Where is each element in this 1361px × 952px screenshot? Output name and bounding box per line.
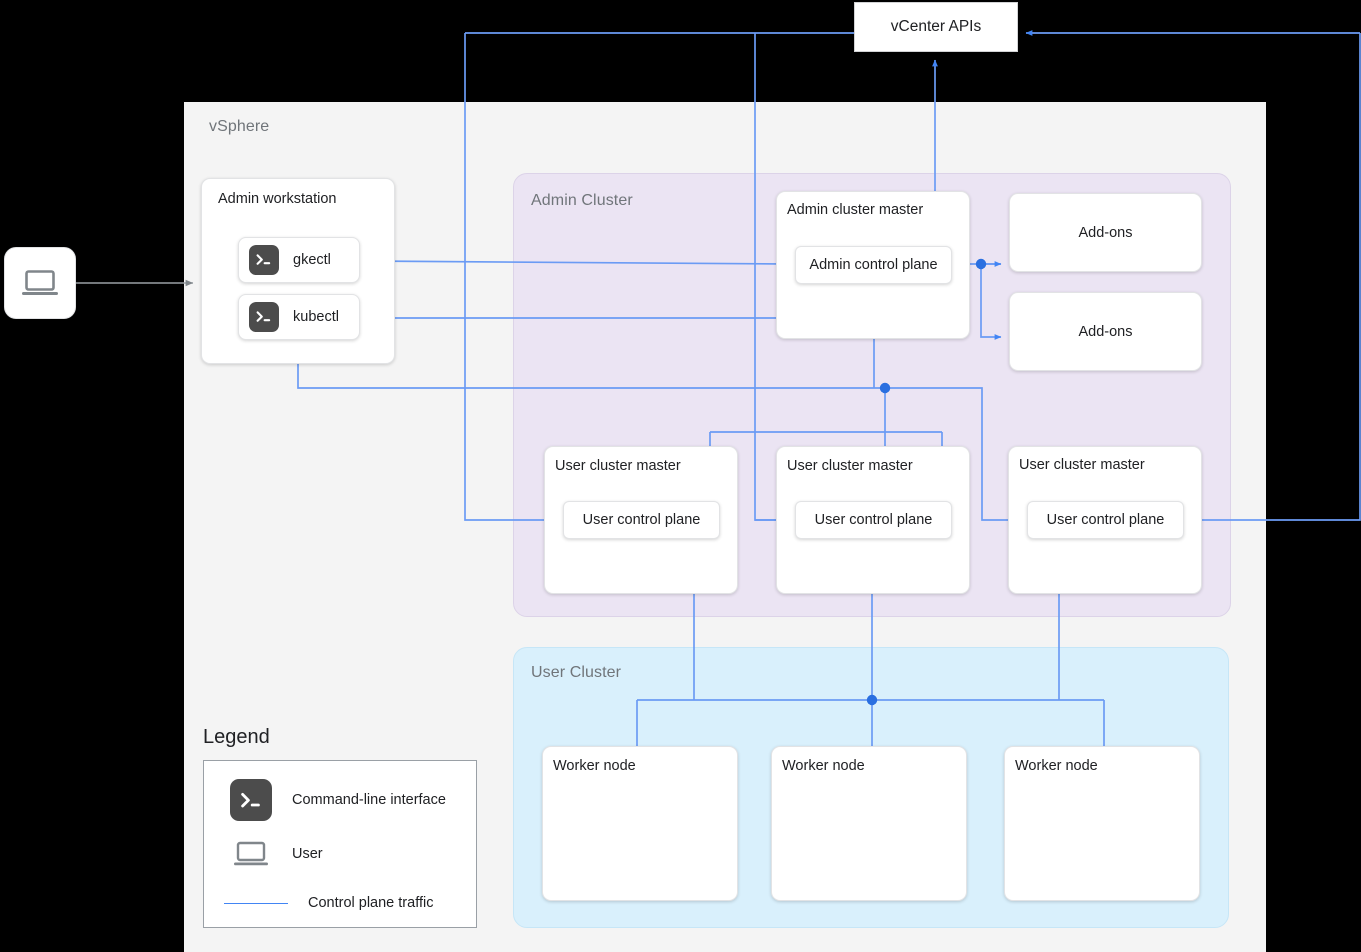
- terminal-icon: [249, 302, 279, 332]
- admin-control-plane-label: Admin control plane: [809, 257, 938, 273]
- legend-item-traffic: Control plane traffic: [224, 895, 433, 911]
- legend-item-label: Command-line interface: [292, 792, 446, 808]
- user-cluster-master-label: User cluster master: [1019, 457, 1145, 473]
- legend-item-user: User: [230, 840, 323, 868]
- kubectl-node[interactable]: kubectl: [238, 294, 360, 340]
- laptop-icon: [230, 840, 272, 868]
- admin-control-plane-node[interactable]: Admin control plane: [795, 246, 952, 284]
- user-node[interactable]: [4, 247, 76, 319]
- user-cluster-master-label: User cluster master: [555, 458, 681, 474]
- addons-label: Add-ons: [1078, 224, 1133, 241]
- vcenter-apis-label: vCenter APIs: [890, 18, 982, 35]
- worker-node-3[interactable]: [1004, 746, 1200, 901]
- gkectl-label: gkectl: [293, 252, 331, 268]
- user-control-plane-label: User control plane: [1046, 512, 1165, 528]
- user-control-plane-node-3[interactable]: User control plane: [1027, 501, 1184, 539]
- laptop-icon: [5, 248, 75, 318]
- addons-label: Add-ons: [1078, 323, 1133, 340]
- user-cluster-master-label: User cluster master: [787, 458, 913, 474]
- line-swatch-icon: [224, 902, 288, 904]
- addons-node-1[interactable]: Add-ons: [1009, 193, 1202, 272]
- user-control-plane-label: User control plane: [582, 512, 701, 528]
- vsphere-label: vSphere: [209, 118, 270, 135]
- admin-workstation-label: Admin workstation: [218, 191, 337, 207]
- admin-cluster-label: Admin Cluster: [531, 192, 633, 209]
- terminal-icon: [249, 245, 279, 275]
- worker-node-label: Worker node: [1015, 758, 1098, 774]
- user-control-plane-node-1[interactable]: User control plane: [563, 501, 720, 539]
- admin-cluster-master-label: Admin cluster master: [787, 202, 924, 218]
- legend-title: Legend: [203, 726, 270, 748]
- legend-item-label: User: [292, 846, 323, 862]
- terminal-icon: [230, 779, 272, 821]
- kubectl-label: kubectl: [293, 309, 339, 325]
- vcenter-apis-node[interactable]: vCenter APIs: [854, 2, 1018, 52]
- user-control-plane-node-2[interactable]: User control plane: [795, 501, 952, 539]
- gkectl-node[interactable]: gkectl: [238, 237, 360, 283]
- worker-node-2[interactable]: [771, 746, 967, 901]
- legend-item-label: Control plane traffic: [308, 895, 434, 911]
- addons-node-2[interactable]: Add-ons: [1009, 292, 1202, 371]
- worker-node-label: Worker node: [782, 758, 865, 774]
- user-control-plane-label: User control plane: [814, 512, 933, 528]
- user-cluster-label: User Cluster: [531, 664, 622, 681]
- worker-node-1[interactable]: [542, 746, 738, 901]
- worker-node-label: Worker node: [553, 758, 636, 774]
- legend-item-cli: Command-line interface: [230, 779, 446, 821]
- legend-box: Command-line interface User Control plan…: [203, 760, 477, 928]
